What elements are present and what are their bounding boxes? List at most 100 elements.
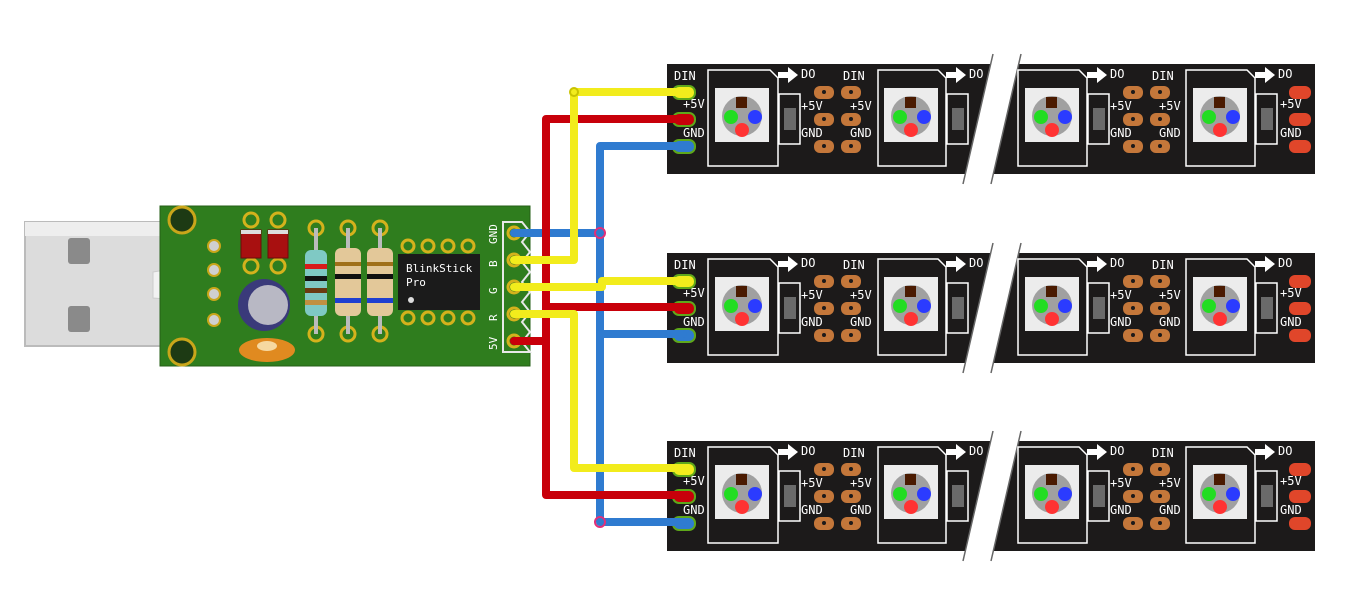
- junction-marker: [594, 227, 606, 239]
- din-label: DIN: [1152, 69, 1174, 83]
- strip-layer: DIN +5V GND DO +5V GND DIN +5V GND: [667, 53, 1315, 562]
- led-red-icon: [904, 500, 918, 514]
- led-blue-icon: [1058, 487, 1072, 501]
- pin-label-5v: 5V: [487, 336, 500, 350]
- wire-b-strip-1: [510, 88, 687, 264]
- do-label: DO: [1278, 256, 1292, 270]
- gnd-label: GND: [1159, 315, 1181, 329]
- led-blue-icon: [1226, 110, 1240, 124]
- pin-label-b: B: [487, 260, 500, 267]
- gnd-label: GND: [1159, 126, 1181, 140]
- junction-marker: [569, 87, 579, 97]
- vcc-label: +5V: [801, 288, 823, 302]
- gnd-label: GND: [1280, 315, 1302, 329]
- gnd-label: GND: [801, 503, 823, 517]
- wire-g-strip-2: [510, 277, 687, 291]
- do-label: DO: [1110, 256, 1124, 270]
- blinkstick-board: BlinkStick Pro GND B G R 5V: [159, 205, 533, 367]
- vcc-label: +5V: [801, 476, 823, 490]
- vcc-label: +5V: [1110, 99, 1132, 113]
- din-label: DIN: [843, 258, 865, 272]
- led-red-icon: [735, 312, 749, 326]
- led-red-icon: [1045, 312, 1059, 326]
- led-blue-icon: [748, 110, 762, 124]
- vcc-label: +5V: [683, 474, 705, 488]
- do-label: DO: [1110, 444, 1124, 458]
- junction-marker: [594, 516, 606, 528]
- gnd-label: GND: [1280, 126, 1302, 140]
- led-green-icon: [893, 110, 907, 124]
- led-blue-icon: [917, 299, 931, 313]
- vcc-label: +5V: [850, 288, 872, 302]
- do-label: DO: [801, 256, 815, 270]
- vcc-label: +5V: [683, 97, 705, 111]
- gnd-label: GND: [801, 126, 823, 140]
- din-label: DIN: [843, 446, 865, 460]
- led-green-icon: [1034, 299, 1048, 313]
- led-blue-icon: [1058, 110, 1072, 124]
- din-label: DIN: [1152, 446, 1174, 460]
- vcc-label: +5V: [1280, 286, 1302, 300]
- vcc-label: +5V: [850, 476, 872, 490]
- wire-gnd-strip-1: [510, 142, 687, 237]
- vcc-label: +5V: [1280, 97, 1302, 111]
- led-red-icon: [1213, 123, 1227, 137]
- led-green-icon: [1034, 487, 1048, 501]
- vcc-label: +5V: [850, 99, 872, 113]
- vcc-label: +5V: [683, 286, 705, 300]
- din-label: DIN: [1152, 258, 1174, 272]
- vcc-label: +5V: [1159, 99, 1181, 113]
- wire-5v-strip-1: [510, 115, 687, 345]
- pin-label-g: G: [487, 287, 500, 294]
- led-blue-icon: [917, 487, 931, 501]
- led-red-icon: [1213, 500, 1227, 514]
- chip-sublabel: Pro: [406, 276, 426, 289]
- gnd-label: GND: [801, 315, 823, 329]
- led-green-icon: [724, 299, 738, 313]
- din-label: DIN: [843, 69, 865, 83]
- vcc-label: +5V: [1280, 474, 1302, 488]
- led-blue-icon: [748, 299, 762, 313]
- gnd-label: GND: [1110, 503, 1132, 517]
- led-strip-1: DIN +5V GND DO +5V GND DIN +5V GND: [667, 53, 1315, 185]
- led-green-icon: [1202, 110, 1216, 124]
- led-blue-icon: [1226, 487, 1240, 501]
- led-red-icon: [904, 312, 918, 326]
- led-blue-icon: [1226, 299, 1240, 313]
- led-blue-icon: [1058, 299, 1072, 313]
- led-green-icon: [893, 487, 907, 501]
- led-red-icon: [1045, 123, 1059, 137]
- gnd-label: GND: [1159, 503, 1181, 517]
- wires: [510, 87, 687, 528]
- gnd-label: GND: [683, 503, 705, 517]
- do-label: DO: [1278, 444, 1292, 458]
- do-label: DO: [969, 67, 983, 81]
- led-green-icon: [1202, 487, 1216, 501]
- vcc-label: +5V: [1159, 476, 1181, 490]
- pin-label-r: R: [487, 314, 500, 321]
- led-red-icon: [1045, 500, 1059, 514]
- do-label: DO: [1278, 67, 1292, 81]
- led-red-icon: [904, 123, 918, 137]
- vcc-label: +5V: [1110, 288, 1132, 302]
- gnd-label: GND: [1110, 126, 1132, 140]
- do-label: DO: [969, 256, 983, 270]
- ic-chip: BlinkStick Pro: [398, 238, 480, 326]
- din-label: DIN: [674, 446, 696, 460]
- vcc-label: +5V: [1110, 476, 1132, 490]
- wire-r-strip-3: [510, 310, 687, 472]
- din-label: DIN: [674, 258, 696, 272]
- do-label: DO: [969, 444, 983, 458]
- wire-5v-strip-3: [542, 337, 687, 499]
- gnd-label: GND: [683, 126, 705, 140]
- led-green-icon: [893, 299, 907, 313]
- gnd-label: GND: [683, 315, 705, 329]
- gnd-label: GND: [850, 503, 872, 517]
- do-label: DO: [1110, 67, 1124, 81]
- led-red-icon: [1213, 312, 1227, 326]
- pin-label-gnd: GND: [487, 224, 500, 244]
- gnd-label: GND: [1280, 503, 1302, 517]
- gnd-label: GND: [1110, 315, 1132, 329]
- vcc-label: +5V: [801, 99, 823, 113]
